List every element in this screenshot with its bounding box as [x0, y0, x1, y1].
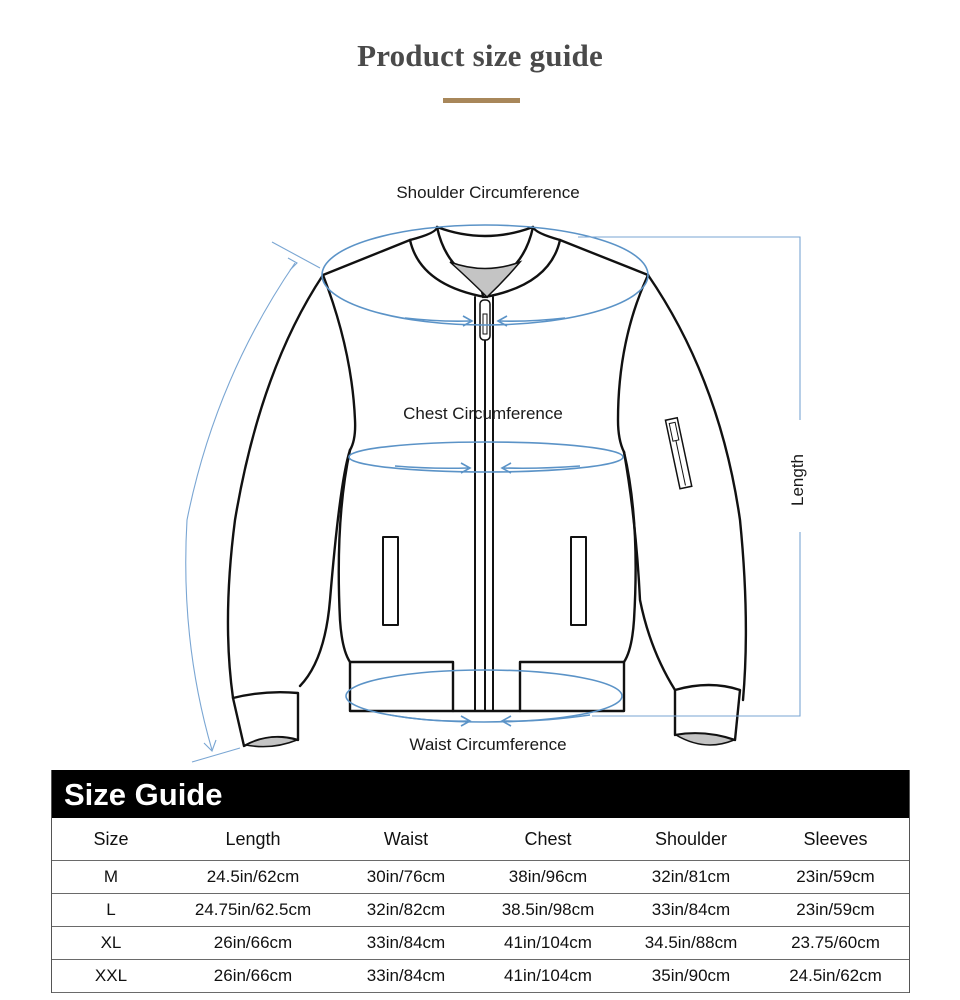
cell-shoulder: 35in/90cm [620, 959, 762, 993]
jacket-diagram: Shoulder Circumference Chest Circumferen… [185, 183, 807, 763]
page-title: Product size guide [357, 38, 603, 73]
chest-circumference-label: Chest Circumference [403, 404, 563, 423]
cell-length: 26in/66cm [170, 959, 336, 993]
cell-chest: 41in/104cm [476, 926, 620, 960]
cell-waist: 33in/84cm [336, 959, 476, 993]
jacket-illustration [185, 224, 801, 763]
cell-waist: 32in/82cm [336, 893, 476, 927]
table-row: XXL 26in/66cm 33in/84cm 41in/104cm 35in/… [52, 959, 909, 993]
column-header-shoulder: Shoulder [620, 818, 762, 861]
table-row: L 24.75in/62.5cm 32in/82cm 38.5in/98cm 3… [52, 893, 909, 927]
cell-sleeves: 23in/59cm [762, 893, 909, 927]
cell-length: 24.5in/62cm [170, 860, 336, 894]
cell-shoulder: 34.5in/88cm [620, 926, 762, 960]
size-table-grid: Size Length Waist Chest Shoulder Sleeves… [52, 818, 909, 993]
column-header-chest: Chest [476, 818, 620, 861]
cell-size: L [52, 893, 170, 927]
column-header-size: Size [52, 818, 170, 861]
cell-waist: 30in/76cm [336, 860, 476, 894]
cell-length: 24.75in/62.5cm [170, 893, 336, 927]
column-header-waist: Waist [336, 818, 476, 861]
cell-chest: 38in/96cm [476, 860, 620, 894]
size-guide-table: Size Guide Size Length Waist Chest Shoul… [51, 770, 910, 993]
cell-sleeves: 23in/59cm [762, 860, 909, 894]
title-accent-rule [443, 98, 520, 103]
table-row: M 24.5in/62cm 30in/76cm 38in/96cm 32in/8… [52, 860, 909, 894]
cell-waist: 33in/84cm [336, 926, 476, 960]
column-header-length: Length [170, 818, 336, 861]
table-header-row: Size Length Waist Chest Shoulder Sleeves [52, 818, 909, 861]
cell-chest: 38.5in/98cm [476, 893, 620, 927]
cell-sleeves: 23.75/60cm [762, 926, 909, 960]
cell-shoulder: 33in/84cm [620, 893, 762, 927]
waist-circumference-label: Waist Circumference [409, 735, 567, 754]
cell-shoulder: 32in/81cm [620, 860, 762, 894]
cell-size: XXL [52, 959, 170, 993]
shoulder-circumference-label: Shoulder Circumference [396, 183, 580, 202]
length-label: Length [788, 454, 807, 506]
column-header-sleeves: Sleeves [762, 818, 909, 861]
size-guide-title: Size Guide [52, 770, 909, 818]
cell-length: 26in/66cm [170, 926, 336, 960]
cell-chest: 41in/104cm [476, 959, 620, 993]
cell-size: XL [52, 926, 170, 960]
cell-sleeves: 24.5in/62cm [762, 959, 909, 993]
cell-size: M [52, 860, 170, 894]
table-row: XL 26in/66cm 33in/84cm 41in/104cm 34.5in… [52, 926, 909, 960]
